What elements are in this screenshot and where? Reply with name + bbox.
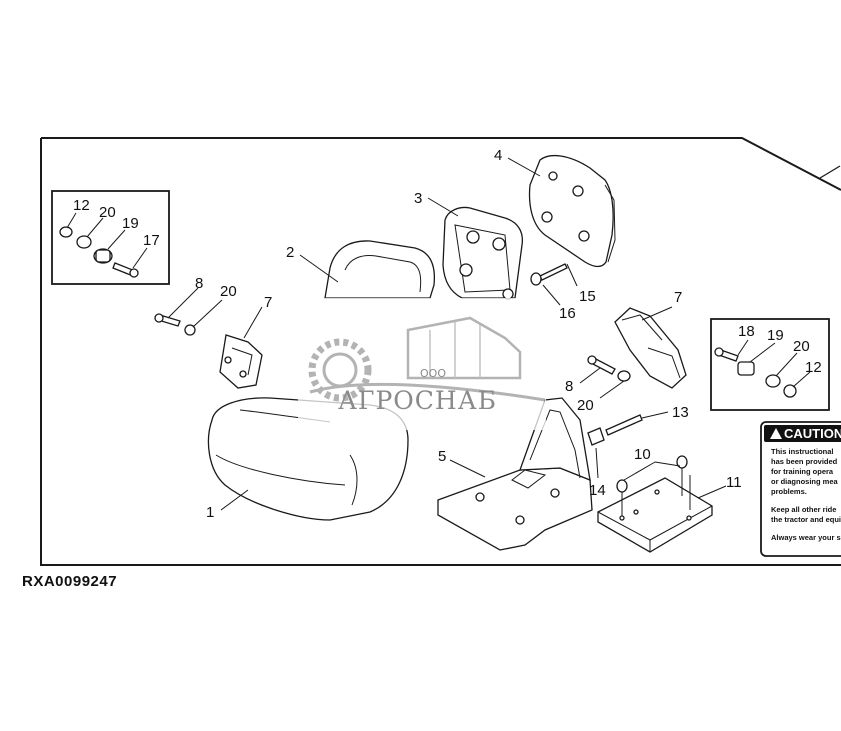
- bolt-15-16: [530, 263, 578, 306]
- callout-5: 5: [438, 448, 446, 465]
- caution-line-2: has been provided: [771, 457, 838, 466]
- watermark-brand: АГРОСНАБ: [338, 386, 497, 415]
- callout-20-left: 20: [99, 204, 116, 221]
- latch-right: [614, 306, 687, 389]
- callout-12-left: 12: [73, 197, 90, 214]
- back-cushion: [528, 154, 616, 268]
- leader-3: [427, 197, 459, 217]
- callout-18: 18: [738, 323, 755, 340]
- callout-19-left: 19: [122, 215, 139, 232]
- leader-4: [507, 157, 541, 177]
- callout-8-right: 8: [565, 378, 573, 395]
- callout-3: 3: [414, 190, 422, 207]
- reference-id: RXA0099247: [22, 573, 118, 590]
- bolt-13: [605, 411, 669, 436]
- watermark-logo: [298, 298, 546, 430]
- clip-14: [587, 427, 605, 479]
- callout-14: 14: [589, 482, 606, 499]
- inset-box-left: [51, 190, 170, 285]
- seat-base-plate: [437, 397, 593, 551]
- inset-box-right: [710, 318, 830, 411]
- cover-plate: [597, 477, 727, 553]
- screws-10: [616, 455, 691, 516]
- bolt-8-left: [154, 287, 223, 336]
- callout-1: 1: [206, 504, 214, 521]
- caution-title: CAUTION: [784, 426, 841, 441]
- caution-line-3: for training opera: [771, 467, 834, 476]
- seat-backrest: [324, 240, 436, 299]
- callout-20-mid: 20: [220, 283, 237, 300]
- caution-line-5: problems.: [771, 487, 807, 496]
- callout-20-right: 20: [577, 397, 594, 414]
- callout-16: 16: [559, 305, 576, 322]
- inset-right-hardware: [714, 339, 811, 398]
- callout-labels: 1 2 3 4 5 7 7 8 8 10 11 12 12 13 14 15 1…: [73, 147, 822, 521]
- caution-line-6: Keep all other ride: [771, 505, 836, 514]
- callout-11: 11: [726, 474, 742, 491]
- callout-4: 4: [494, 147, 502, 164]
- callout-15: 15: [579, 288, 596, 305]
- inset-left-hardware: [59, 212, 148, 278]
- callout-10: 10: [634, 446, 651, 463]
- caution-line-8: Always wear your sea: [771, 533, 841, 542]
- callout-20-inset: 20: [793, 338, 810, 355]
- callout-7-left: 7: [264, 294, 272, 311]
- callout-7-right: 7: [674, 289, 682, 306]
- callout-13: 13: [672, 404, 689, 421]
- leader-2: [299, 254, 339, 283]
- callout-12-right: 12: [805, 359, 822, 376]
- caution-decal: CAUTION This instructional has been prov…: [760, 421, 841, 557]
- caution-line-1: This instructional: [771, 447, 834, 456]
- callout-19-right: 19: [767, 327, 784, 344]
- frame-corner-tick: [819, 165, 841, 179]
- callout-2: 2: [286, 244, 294, 261]
- callout-8-left: 8: [195, 275, 203, 292]
- latch-left: [219, 306, 263, 389]
- diagram-frame: [40, 137, 841, 566]
- leader-1: [220, 489, 249, 511]
- callout-17: 17: [143, 232, 160, 249]
- caution-line-4: or diagnosing mea: [771, 477, 839, 486]
- back-frame-panel: [442, 206, 524, 300]
- caution-line-7: the tractor and equi: [771, 515, 841, 524]
- bolt-8-right: [579, 355, 631, 399]
- watermark-prefix: ООО: [420, 367, 446, 380]
